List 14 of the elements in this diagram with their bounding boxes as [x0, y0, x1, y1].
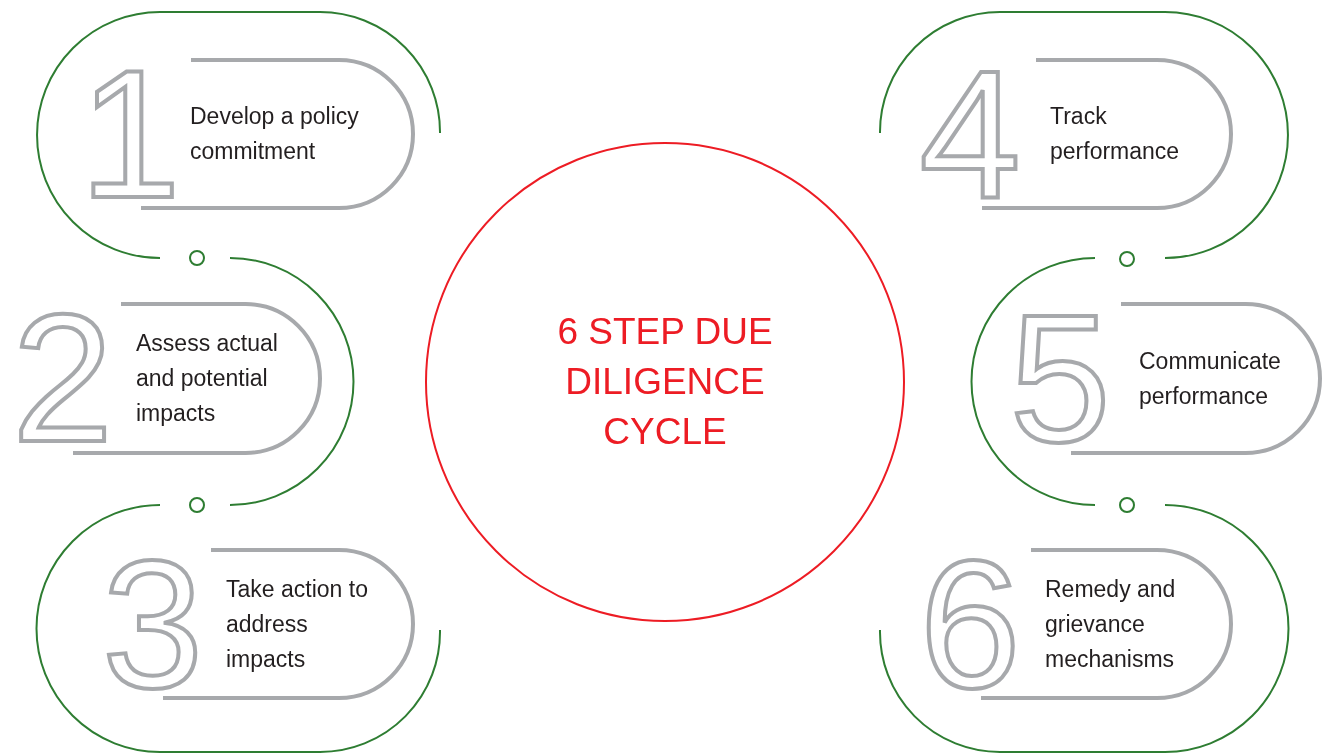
step-number: 3 — [100, 548, 205, 700]
step-label: Develop a policy commitment — [190, 102, 360, 166]
step-number: 5 — [1008, 302, 1112, 455]
cycle-title: 6 STEP DUE DILIGENCE CYCLE — [556, 310, 774, 454]
step-label: Track performance — [1050, 102, 1181, 166]
step-label: Remedy and grievance mechanisms — [1045, 574, 1177, 674]
step-number: 6 — [918, 548, 1022, 700]
title-circle — [425, 142, 905, 622]
step-number: 1 — [78, 58, 182, 210]
step-label: Assess actual and potential impacts — [136, 329, 279, 428]
step-label: Take action to address impacts — [226, 574, 369, 674]
step-number: 4 — [918, 58, 1022, 210]
step-label: Communicate performance — [1139, 346, 1282, 411]
step-number: 2 — [10, 302, 115, 455]
